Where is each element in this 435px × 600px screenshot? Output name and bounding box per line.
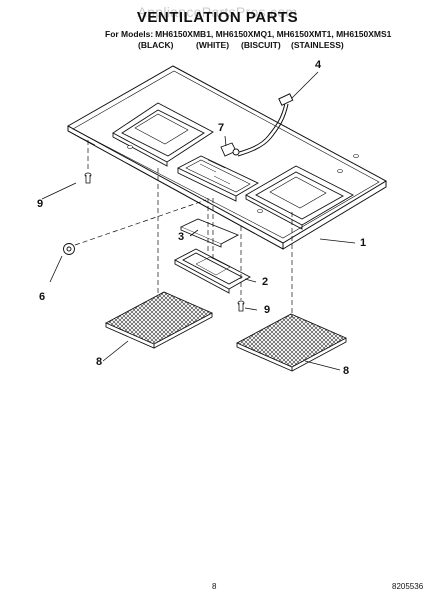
plate-holes <box>127 145 359 213</box>
screw-left <box>84 172 92 184</box>
alignment-lines <box>74 140 293 318</box>
left-cutout <box>112 102 214 167</box>
wire-harness <box>235 93 294 157</box>
color-biscuit: (BISCUIT) <box>241 40 281 50</box>
callout-9-center: 9 <box>264 304 271 316</box>
grille-frame <box>174 248 251 294</box>
callout-8-left: 8 <box>96 356 103 368</box>
callout-4: 4 <box>315 59 322 71</box>
callout-1: 1 <box>360 237 367 249</box>
color-black: (BLACK) <box>138 40 174 50</box>
vent-plate <box>66 65 388 250</box>
models-numbers: MH6150XMB1, MH6150XMQ1, MH6150XMT1, MH61… <box>155 29 392 39</box>
center-grille <box>176 155 259 202</box>
model-list: For Models:MH6150XMB1, MH6150XMQ1, MH615… <box>105 29 391 39</box>
document-number: 8205536 <box>392 582 424 591</box>
callout-8-right: 8 <box>343 365 350 377</box>
callout-2: 2 <box>262 276 269 288</box>
callout-6: 6 <box>39 291 46 303</box>
callout-3: 3 <box>178 231 185 243</box>
left-filter <box>104 291 214 349</box>
connector-part <box>220 142 240 157</box>
color-white: (WHITE) <box>196 40 230 50</box>
washer-part <box>63 243 75 255</box>
leader-lines <box>41 71 356 371</box>
callout-7: 7 <box>218 122 225 134</box>
watermark: AppliancePartsPros.com <box>137 4 298 20</box>
color-stainless: (STAINLESS) <box>291 40 344 50</box>
right-filter <box>235 313 348 372</box>
page-title: VENTILATION PARTS <box>136 9 299 26</box>
callout-9-left: 9 <box>37 198 44 210</box>
models-lead: For Models: <box>105 29 154 39</box>
right-cutout <box>245 165 354 230</box>
filter-piece <box>179 218 240 248</box>
screw-center <box>237 300 245 312</box>
page-number: 8 <box>212 582 217 591</box>
